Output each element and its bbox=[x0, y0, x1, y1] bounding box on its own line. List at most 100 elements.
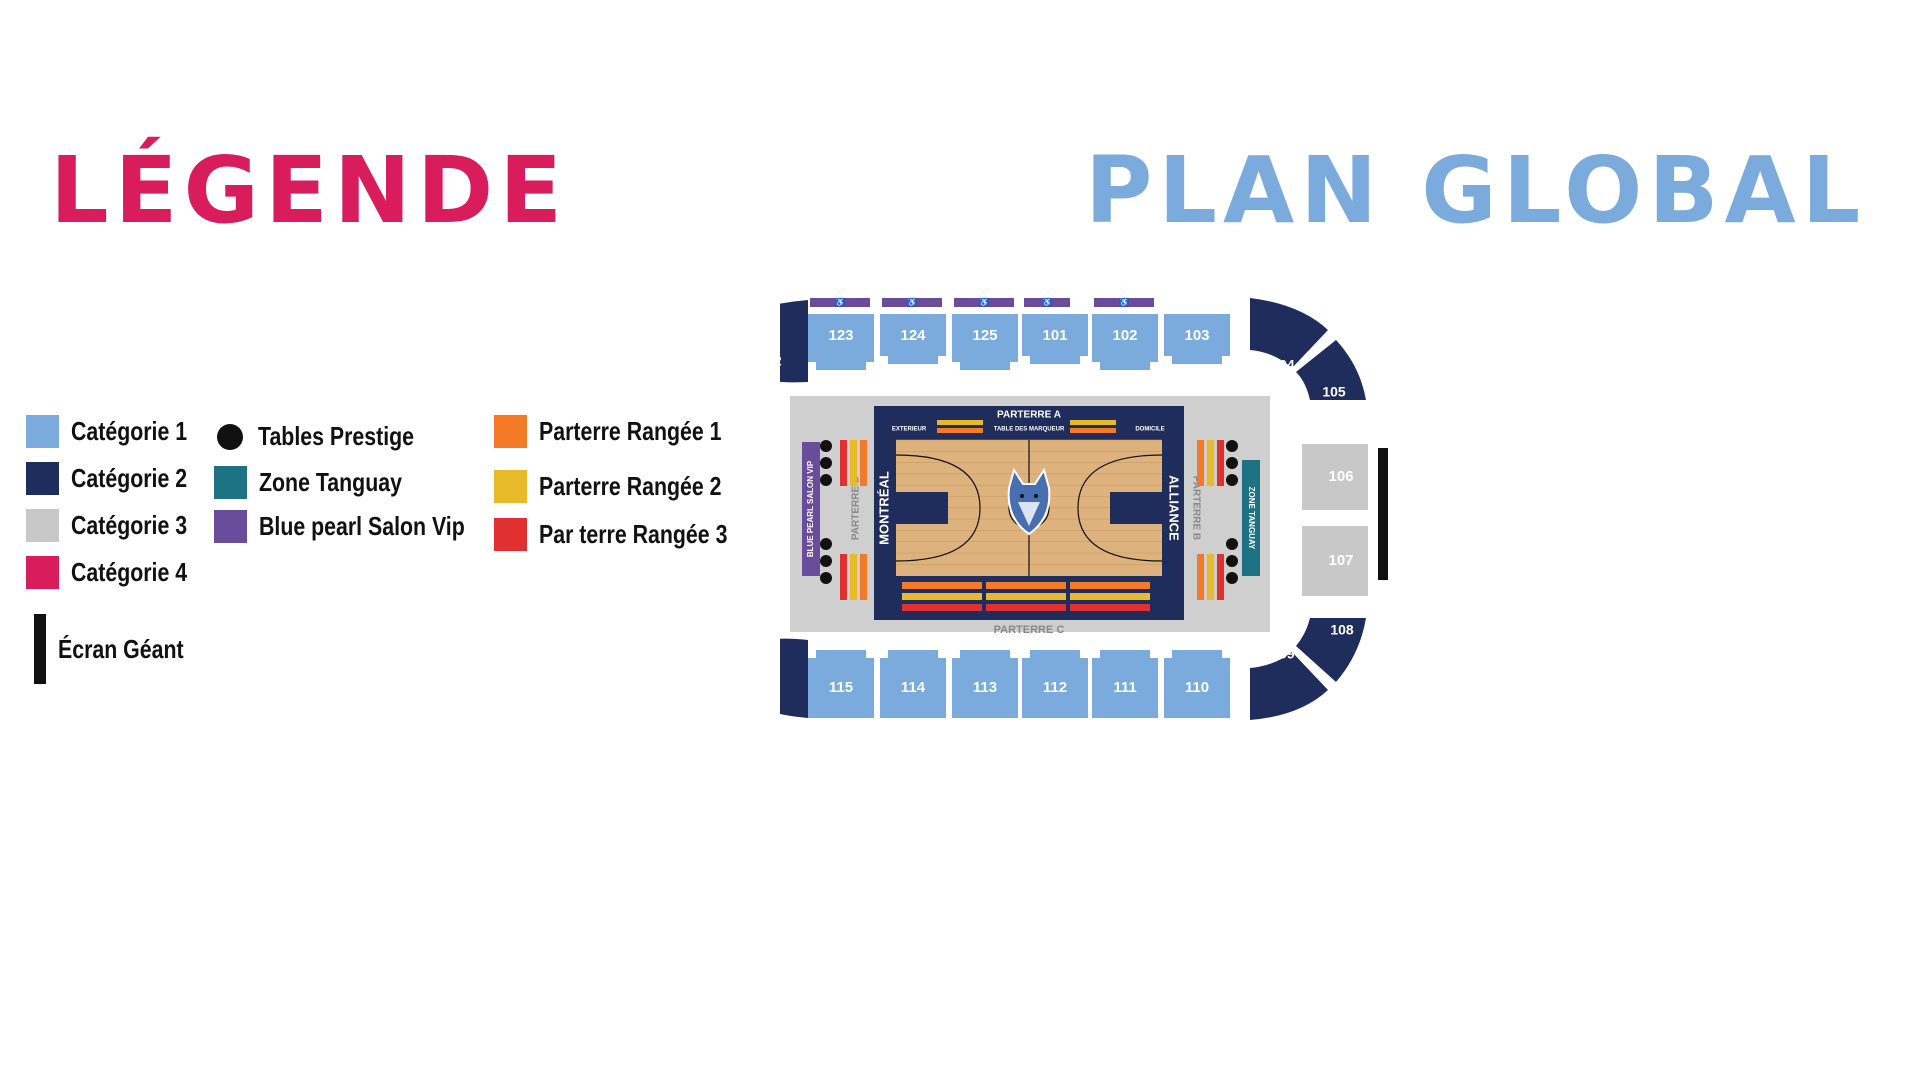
zone-tanguay-swatch bbox=[214, 466, 247, 499]
section-label-122: 122 bbox=[780, 353, 782, 369]
montreal-label: MONTRÉAL bbox=[876, 471, 891, 545]
accessible-row-124 bbox=[882, 298, 942, 307]
section-label-125: 125 bbox=[972, 327, 997, 344]
accessible-row-101 bbox=[1024, 298, 1070, 307]
parterre-row-seat bbox=[1197, 440, 1204, 486]
parterre-b-label: PARTERRE B bbox=[1190, 476, 1201, 540]
parterre-row-seat bbox=[902, 593, 982, 600]
legend-item-cat3: Catégorie 3 bbox=[26, 509, 213, 542]
section-label-124: 124 bbox=[900, 327, 926, 344]
parterre-c-label: PARTERRE C bbox=[994, 624, 1065, 636]
rangee-2-swatch bbox=[494, 470, 527, 503]
left-paint bbox=[896, 492, 948, 524]
category-1-swatch bbox=[26, 415, 59, 448]
legend-item-cat2: Catégorie 2 bbox=[26, 462, 213, 495]
parterre-row-seat bbox=[937, 420, 983, 425]
prestige-table-dot bbox=[820, 474, 832, 486]
legend-item-cat4: Catégorie 4 bbox=[26, 556, 213, 589]
legend-label: Catégorie 4 bbox=[71, 557, 188, 587]
section-102 bbox=[1092, 314, 1158, 370]
section-label-112: 112 bbox=[1043, 679, 1067, 696]
section-113 bbox=[952, 650, 1018, 718]
right-paint bbox=[1110, 492, 1162, 524]
domicile-label: DOMICILE bbox=[1135, 427, 1164, 433]
parterre-row-seat bbox=[860, 554, 867, 600]
section-label-114: 114 bbox=[901, 679, 926, 696]
section-label-108: 108 bbox=[1330, 622, 1354, 638]
parterre-row-seat bbox=[1207, 440, 1214, 486]
section-104 bbox=[1250, 298, 1328, 368]
parterre-row-seat bbox=[1070, 604, 1150, 611]
parterre-row-seat bbox=[937, 428, 983, 433]
alliance-label: ALLIANCE bbox=[1167, 475, 1182, 541]
section-108 bbox=[1296, 618, 1366, 682]
prestige-table-dot-icon bbox=[217, 423, 243, 450]
prestige-table-dot bbox=[820, 572, 832, 584]
parterre-row-seat bbox=[1217, 554, 1224, 600]
prestige-table-dot bbox=[1226, 538, 1238, 550]
legend-label: Catégorie 3 bbox=[71, 510, 188, 540]
section-label-104: 104 bbox=[1271, 357, 1295, 373]
parterre-row-seat bbox=[850, 440, 857, 486]
legend-title: LÉGENDE bbox=[50, 137, 569, 244]
parterre-d-label: PARTERRE D bbox=[851, 476, 862, 540]
legend-item-rangee1: Parterre Rangée 1 bbox=[494, 415, 762, 448]
legend-item-tanguay: Zone Tanguay bbox=[214, 466, 433, 499]
parterre-row-seat bbox=[986, 604, 1066, 611]
accessible-icon: ♿ bbox=[1042, 297, 1052, 307]
parterre-row-seat bbox=[1207, 554, 1214, 600]
section-115 bbox=[808, 650, 874, 718]
accessible-row-102 bbox=[1094, 298, 1154, 307]
wolf-logo-icon bbox=[1034, 494, 1038, 498]
legend-label: Tables Prestige bbox=[258, 421, 415, 451]
section-111 bbox=[1092, 650, 1158, 718]
parterre-row-seat bbox=[840, 554, 847, 600]
legend-label: Catégorie 1 bbox=[71, 416, 188, 446]
prestige-table-dot bbox=[1226, 555, 1238, 567]
section-label-101: 101 bbox=[1042, 327, 1067, 344]
legend-item-ecran: Écran Géant bbox=[34, 614, 211, 684]
section-114 bbox=[880, 650, 946, 718]
accessible-icon: ♿ bbox=[979, 297, 989, 307]
section-label-123: 123 bbox=[828, 327, 853, 344]
legend-item-rangee3: Par terre Rangée 3 bbox=[494, 518, 769, 551]
section-124 bbox=[880, 314, 946, 364]
legend-item-rangee2: Parterre Rangée 2 bbox=[494, 470, 762, 503]
section-label-107: 107 bbox=[1328, 552, 1353, 569]
section-label-105: 105 bbox=[1322, 384, 1346, 400]
zone-tanguay bbox=[1242, 460, 1260, 576]
accessible-icon: ♿ bbox=[907, 297, 917, 307]
parterre-row-seat bbox=[902, 582, 982, 589]
section-label-109: 109 bbox=[1271, 646, 1295, 662]
section-label-111: 111 bbox=[1113, 679, 1136, 696]
rangee-1-swatch bbox=[494, 415, 527, 448]
parterre-row-seat bbox=[840, 440, 847, 486]
parterre-row-seat bbox=[1197, 554, 1204, 600]
section-109 bbox=[1250, 652, 1328, 720]
wolf-logo-icon bbox=[1020, 494, 1024, 498]
section-105 bbox=[1296, 340, 1366, 400]
prestige-table-dot bbox=[1226, 572, 1238, 584]
plan-title: PLAN GLOBAL bbox=[1085, 137, 1867, 244]
prestige-table-dot bbox=[820, 538, 832, 550]
table-marqueur-label: TABLE DES MARQUEUR bbox=[994, 427, 1065, 433]
parterre-row-seat bbox=[1070, 428, 1116, 433]
legend-item-cat1: Catégorie 1 bbox=[26, 415, 213, 448]
accessible-icon: ♿ bbox=[835, 297, 845, 307]
blue-pearl-salon-vip bbox=[802, 442, 820, 576]
legend-label: Blue pearl Salon Vip bbox=[259, 511, 465, 541]
zone-tanguay-label: ZONE TANGUAY bbox=[1247, 487, 1256, 550]
salon-vip-swatch bbox=[214, 510, 247, 543]
section-125 bbox=[952, 314, 1018, 370]
legend-label: Par terre Rangée 3 bbox=[539, 519, 728, 549]
category-3-swatch bbox=[26, 509, 59, 542]
legend-item-salon-vip: Blue pearl Salon Vip bbox=[214, 510, 510, 543]
parterre-a-label: PARTERRE A bbox=[997, 410, 1061, 421]
parterre-row-seat bbox=[1070, 420, 1116, 425]
legend-label: Écran Géant bbox=[58, 633, 184, 664]
legend-label: Parterre Rangée 1 bbox=[539, 416, 722, 446]
parterre-row-seat bbox=[860, 440, 867, 486]
accessible-icon: ♿ bbox=[1119, 297, 1129, 307]
section-106 bbox=[1302, 444, 1368, 510]
section-label-106: 106 bbox=[1328, 468, 1353, 485]
